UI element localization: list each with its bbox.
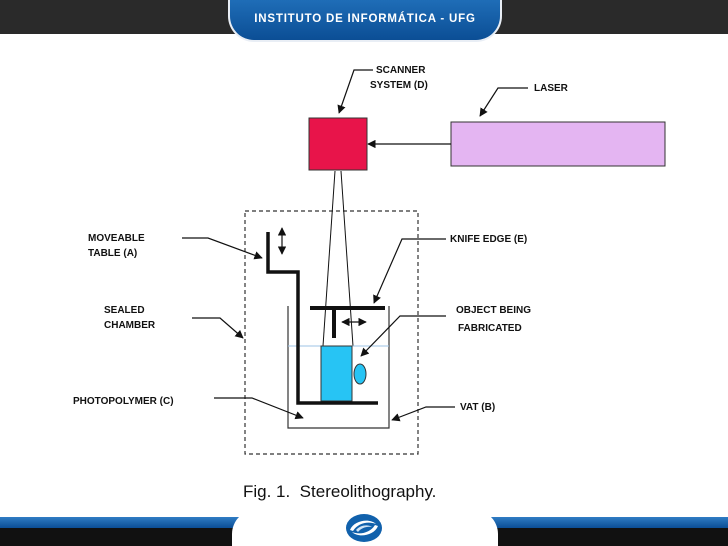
object-bump [353,363,367,385]
scanner-leader [337,69,373,114]
label-scanner-1: SCANNER [376,65,426,76]
label-moveable-1: MOVEABLE [88,233,145,244]
moveable-table [266,232,378,405]
label-scanner-2: SYSTEM (D) [370,80,428,91]
label-vat: VAT (B) [460,402,495,413]
scanner-box [308,117,368,171]
moveable-leader [182,237,263,260]
label-sealed-2: CHAMBER [104,320,156,331]
label-knife: KNIFE EDGE (E) [450,234,527,245]
photopolymer-leader [214,397,304,420]
object-leader [360,315,446,357]
label-object-2: FABRICATED [458,323,522,334]
sealed-leader [192,317,244,339]
scan-beam-left [322,170,336,347]
label-moveable-2: TABLE (A) [88,248,137,259]
laser-leader [479,87,528,117]
header-banner: INSTITUTO DE INFORMÁTICA - UFG [228,0,502,42]
header-title: INSTITUTO DE INFORMÁTICA - UFG [254,13,476,25]
laser-box [450,121,666,167]
scan-beam-right [340,170,354,347]
ufg-logo-icon [346,514,382,542]
fabricated-object [320,345,353,402]
label-sealed-1: SEALED [104,305,145,316]
sealed-chamber-outline [244,210,419,455]
knife-leader [373,238,446,304]
vat-leader [391,406,455,422]
label-photopolymer: PHOTOPOLYMER (C) [73,396,174,407]
label-laser: LASER [534,83,569,94]
vat [287,306,390,429]
figure-caption: Fig. 1. Stereolithography. [243,482,436,501]
label-object-1: OBJECT BEING [456,305,531,316]
